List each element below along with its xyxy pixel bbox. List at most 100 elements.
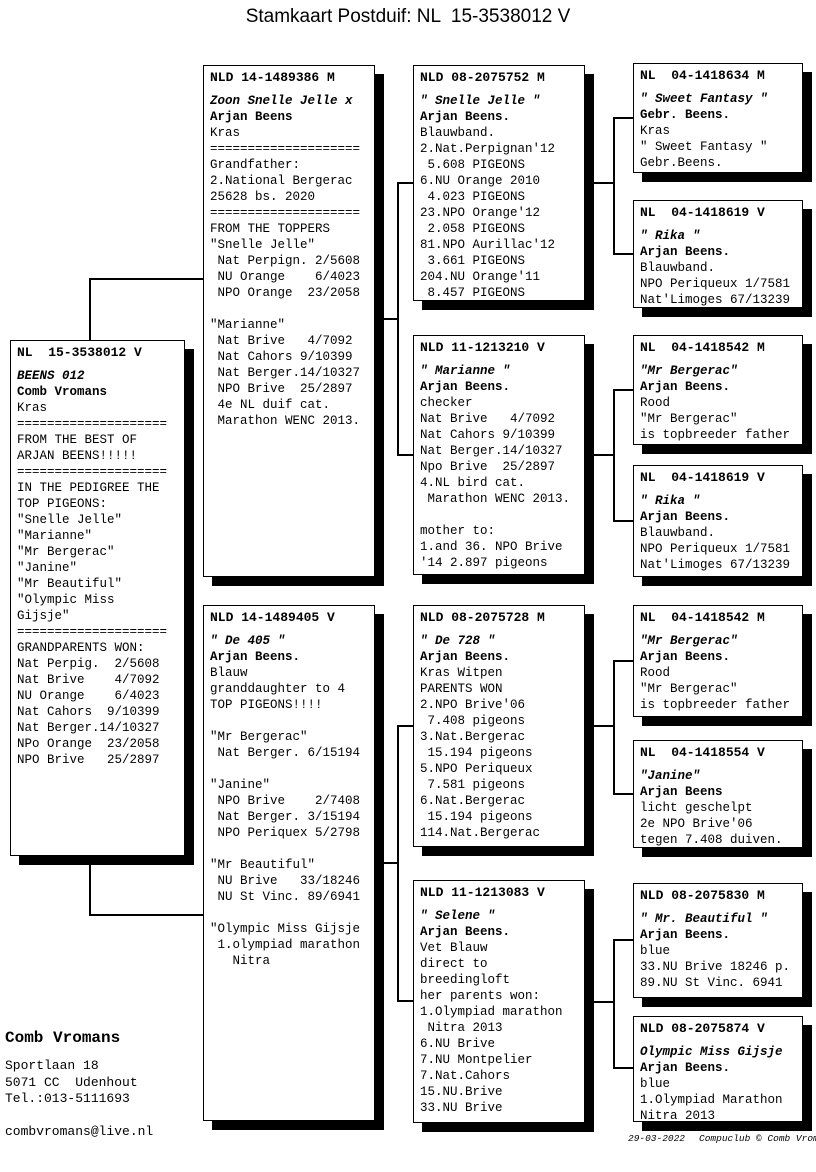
box-text-line: "Olympic Miss bbox=[17, 593, 115, 607]
connector-line bbox=[397, 725, 399, 1002]
box-text-line: Vet Blauw bbox=[420, 941, 488, 955]
box-text-line bbox=[210, 301, 368, 317]
box-text-line: blue bbox=[640, 944, 671, 958]
box-text-line: NU Orange 6/4023 bbox=[17, 689, 160, 703]
box-text-line: Npo Brive 25/2897 bbox=[420, 460, 556, 474]
box-text-line: Nat Perpig. 2/5608 bbox=[17, 657, 160, 671]
box-text-line: "Mr Bergerac" bbox=[640, 412, 738, 426]
ring-number: NL 04-1418619 V bbox=[640, 205, 765, 220]
box-text-line: is topbreeder father bbox=[640, 428, 791, 442]
box-text-line: Arjan Beens. bbox=[420, 925, 511, 939]
box-text-line: Kras bbox=[210, 126, 241, 140]
connector-line bbox=[613, 117, 633, 119]
box-text-line bbox=[210, 713, 368, 729]
box-text-line: Nat Berger.14/10327 bbox=[420, 444, 563, 458]
box-text-line bbox=[5, 1108, 153, 1125]
connector-line bbox=[397, 1000, 413, 1002]
box-text-line: Rood bbox=[640, 666, 671, 680]
box-body: "Mr Bergerac"Arjan Beens.Rood"Mr Bergera… bbox=[640, 363, 796, 443]
connector-line bbox=[585, 1001, 614, 1003]
box-text-line: ARJAN BEENS!!!!! bbox=[17, 449, 138, 463]
ring-number: NL 15-3538012 V bbox=[17, 345, 142, 360]
box-text-line: "Mr Bergerac" bbox=[17, 545, 115, 559]
box-text-line: "Mr Bergerac" bbox=[640, 634, 738, 648]
box-text-line: NPO Periqueux 1/7581 bbox=[640, 542, 791, 556]
credit-text: Compuclub © Comb Vromans bbox=[699, 1133, 816, 1144]
box-text-line: 15.NU.Brive bbox=[420, 1085, 503, 1099]
box-text-line: Nitra bbox=[210, 954, 271, 968]
connector-line bbox=[613, 660, 633, 662]
box-text-line: "Mr Beautiful" bbox=[17, 577, 123, 591]
box-text-line bbox=[210, 905, 368, 921]
page-title: Stamkaart Postduif: NL 15-3538012 V bbox=[245, 6, 571, 27]
box-body: " Sweet Fantasy "Gebr. Beens.Kras" Sweet… bbox=[640, 91, 796, 171]
box-text-line: 7.Nat.Cahors bbox=[420, 1069, 511, 1083]
box-text-line: Arjan Beens. bbox=[210, 650, 301, 664]
box-text-line: Olympic Miss Gijsje bbox=[640, 1045, 783, 1059]
connector-line bbox=[375, 318, 398, 320]
box-text-line: "Mr Beautiful" bbox=[210, 858, 316, 872]
box-text-line: Gijsje" bbox=[17, 609, 70, 623]
box-text-line: 4.023 PIGEONS bbox=[420, 190, 526, 204]
box-text-line: IN THE PEDIGREE THE bbox=[17, 481, 160, 495]
box-text-line: NPO Periqueux 1/7581 bbox=[640, 277, 791, 291]
box-text-line: NU Brive 33/18246 bbox=[210, 874, 361, 888]
box-text-line: 6.NU Brive bbox=[420, 1037, 496, 1051]
pedigree-box-greatgrandparent-4: NL 04-1418619 V " Rika "Arjan Beens.Blau… bbox=[633, 465, 803, 577]
box-text-line: 5071 CC Udenhout bbox=[5, 1074, 138, 1090]
connector-line bbox=[89, 854, 91, 916]
connector-line bbox=[613, 389, 633, 391]
box-text-line: "Olympic Miss Gijsje bbox=[210, 922, 361, 936]
box-text-line: "Snelle Jelle" bbox=[17, 513, 123, 527]
box-text-line: Nat Brive 4/7092 bbox=[420, 412, 556, 426]
connector-line bbox=[613, 660, 615, 795]
box-text-line: Nat Cahors 9/10399 bbox=[17, 705, 160, 719]
box-text-line: 2.National Bergerac bbox=[210, 174, 353, 188]
pedigree-box-grandmother-paternal: NLD 11-1213210 V " Marianne "Arjan Beens… bbox=[413, 335, 585, 575]
ring-number: NLD 14-1489405 V bbox=[210, 610, 335, 625]
box-text-line: Nat Brive 4/7092 bbox=[17, 673, 160, 687]
box-text-line: Tel.:013-5111693 bbox=[5, 1091, 130, 1106]
connector-line bbox=[613, 253, 633, 255]
box-text-line: 204.NU Orange'11 bbox=[420, 270, 541, 284]
box-text-line: licht geschelpt bbox=[640, 801, 753, 815]
box-text-line: 4.NL bird cat. bbox=[420, 476, 526, 490]
box-body: "Mr Bergerac"Arjan Beens.Rood"Mr Bergera… bbox=[640, 633, 796, 713]
box-text-line: NPo Orange 23/2058 bbox=[17, 737, 160, 751]
box-text-line: 15.194 pigeons bbox=[420, 746, 533, 760]
pedigree-box-grandfather-maternal: NLD 08-2075728 M " De 728 "Arjan Beens.K… bbox=[413, 605, 585, 847]
credit-line: 29-03-2022 Compuclub © Comb Vromans bbox=[628, 1133, 816, 1144]
box-text-line: direct to bbox=[420, 957, 488, 971]
box-text-line: Arjan Beens. bbox=[640, 380, 731, 394]
box-text-line: ==================== bbox=[210, 206, 361, 220]
box-text-line: 15.194 pigeons bbox=[420, 810, 533, 824]
box-text-line: " Snelle Jelle " bbox=[420, 94, 541, 108]
box-text-line: GRANDPARENTS WON: bbox=[17, 641, 145, 655]
box-text-line: Nat'Limoges 67/13239 bbox=[640, 558, 791, 572]
box-text-line: Arjan Beens bbox=[210, 110, 293, 124]
box-text-line bbox=[420, 507, 578, 523]
box-text-line: mother to: bbox=[420, 524, 496, 538]
box-text-line: TOP PIGEONS: bbox=[17, 497, 108, 511]
box-text-line: Kras bbox=[640, 124, 671, 138]
box-text-line: "Janine" bbox=[640, 769, 701, 783]
connector-line bbox=[585, 725, 614, 727]
box-text-line: Arjan Beens. bbox=[420, 650, 511, 664]
box-text-line: " De 405 " bbox=[210, 634, 286, 648]
box-text-line: NPO Orange 23/2058 bbox=[210, 286, 361, 300]
box-text-line: "Marianne" bbox=[210, 318, 286, 332]
ring-number: NLD 14-1489386 M bbox=[210, 70, 335, 85]
box-text-line: Blauwband. bbox=[640, 526, 716, 540]
box-text-line: 2e NPO Brive'06 bbox=[640, 817, 753, 831]
box-text-line: 7.NU Montpelier bbox=[420, 1053, 533, 1067]
box-text-line: Nat Berger. 3/15194 bbox=[210, 810, 361, 824]
box-text-line: Kras Witpen bbox=[420, 666, 503, 680]
pedigree-box-greatgrandparent-5: NL 04-1418542 M "Mr Bergerac"Arjan Beens… bbox=[633, 605, 803, 717]
box-text-line: breedingloft bbox=[420, 973, 511, 987]
box-text-line: " De 728 " bbox=[420, 634, 496, 648]
